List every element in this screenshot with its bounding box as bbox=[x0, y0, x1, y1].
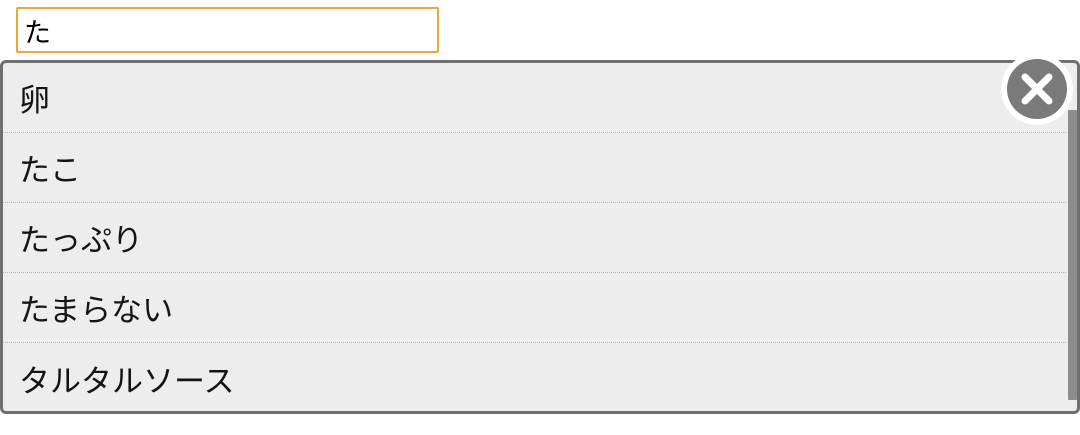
close-button[interactable] bbox=[1001, 53, 1073, 125]
suggestion-item[interactable]: タルタルソース bbox=[19, 363, 235, 400]
suggestion-item[interactable]: たまらない bbox=[3, 273, 1066, 343]
search-input[interactable] bbox=[16, 7, 439, 53]
scrollbar[interactable] bbox=[1068, 110, 1077, 400]
suggestion-item[interactable]: 卵 bbox=[3, 63, 1066, 133]
suggestion-item[interactable]: たこ bbox=[3, 133, 1066, 203]
suggestion-item[interactable]: たっぷり bbox=[3, 203, 1066, 273]
close-icon bbox=[1007, 59, 1067, 119]
suggestion-list: 卵 たこ たっぷり たまらない タルタルソース bbox=[3, 63, 1066, 411]
autocomplete-dropdown: 卵 たこ たっぷり たまらない タルタルソース bbox=[0, 60, 1080, 414]
